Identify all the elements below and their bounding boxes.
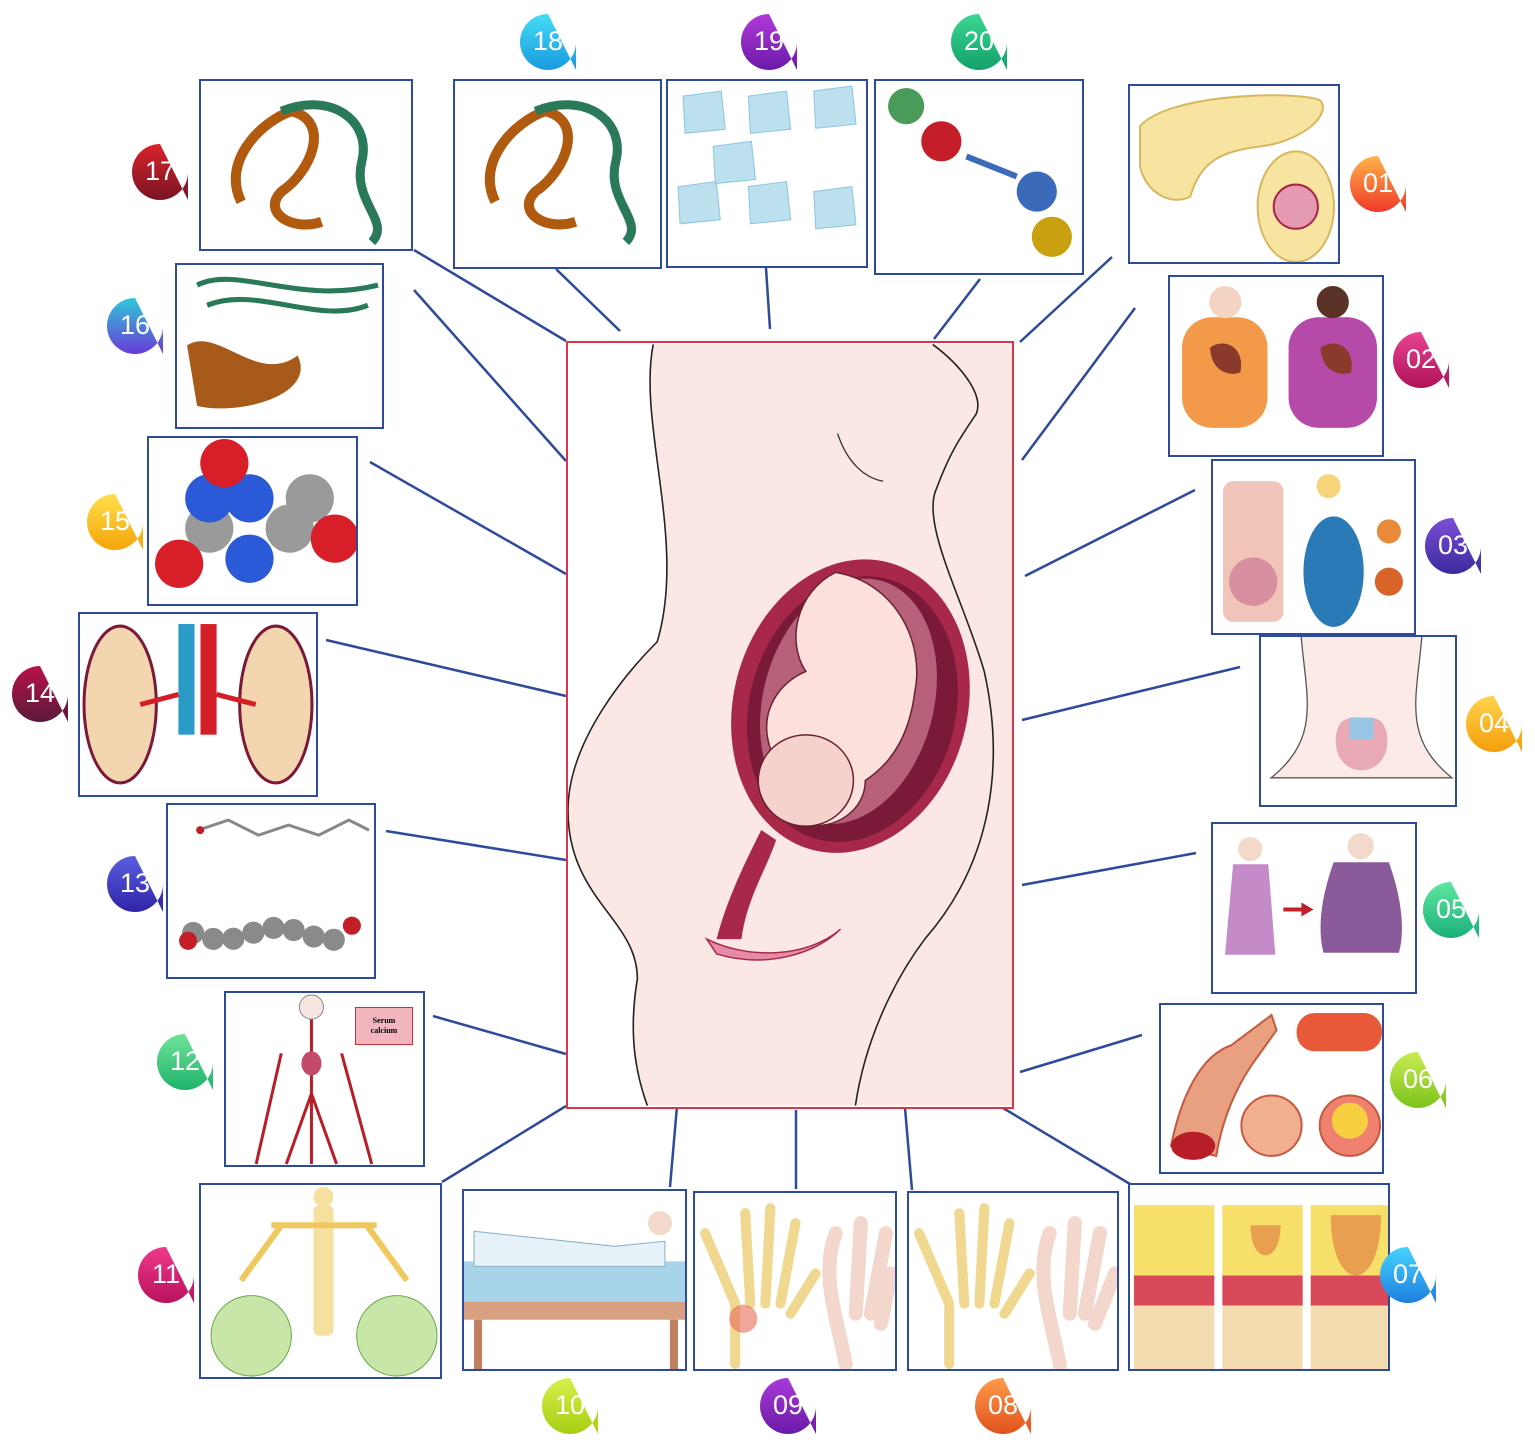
badge-10: 10 [538,1374,602,1438]
badge-16: 16 [103,294,167,358]
badge-number: 10 [554,1390,586,1420]
badge-14: 14 [8,662,72,726]
panel-19-crystals-illustration [666,79,868,268]
pregnant-woman-fetus-illustration [566,341,1014,1109]
panel-09-rheumatoid-hand-illustration [693,1191,897,1371]
panel-20-protein-complex-illustration [874,79,1084,275]
panel-02-obese-women-illustration [1168,275,1384,457]
panel-14-kidneys-illustration [78,612,318,797]
badge-number: 03 [1437,530,1469,560]
badge-05: 05 [1419,878,1483,942]
connector-line [325,638,567,698]
connector-line [432,1014,567,1056]
badge-11: 11 [134,1243,198,1307]
panel-12-circulatory-system-illustration: Serum calcium [224,991,425,1167]
badge-number: 14 [24,678,56,708]
badge-04: 04 [1462,692,1526,756]
badge-01: 01 [1346,152,1410,216]
panel-05-weight-gain-illustration [1211,822,1417,994]
panel-03-digestive-system-pregnant-woman-illustration [1211,459,1416,635]
badge-number: 19 [753,26,785,56]
connector-line [1024,488,1196,578]
connector-line [1021,665,1241,722]
badge-number: 06 [1402,1064,1434,1094]
badge-number: 08 [987,1390,1019,1420]
panel-11-skeleton-joints-illustration [199,1183,442,1379]
badge-number: 15 [99,506,131,536]
panel-10-resting-patient-illustration [462,1189,687,1371]
panel-06-artery-plaque-illustration [1159,1003,1384,1174]
badge-12: 12 [153,1030,217,1094]
badge-number: 01 [1362,168,1394,198]
badge-number: 17 [144,156,176,186]
panel-18-protein-ribbon-illustration [453,79,662,269]
badge-19: 19 [737,10,801,74]
panel-08-hand-joints-illustration [907,1191,1119,1371]
connector-line [1019,256,1113,343]
badge-number: 07 [1392,1259,1424,1289]
connector-line [1020,307,1137,461]
connector-line [933,278,981,340]
connector-line [903,1107,914,1191]
badge-08: 08 [971,1374,1035,1438]
connector-line [385,829,567,862]
panel-15-space-filling-molecule-illustration [147,436,358,606]
badge-number: 12 [169,1046,201,1076]
badge-number: 20 [963,26,995,56]
connector-line [413,248,567,343]
panel-07-atherosclerosis-progression-illustration [1128,1183,1390,1371]
badge-06: 06 [1386,1048,1450,1112]
badge-number: 13 [119,868,151,898]
badge-20: 20 [947,10,1011,74]
badge-number: 16 [119,310,151,340]
panel-17-protein-ribbon-illustration [199,79,413,251]
badge-number: 04 [1478,708,1510,738]
panel-16-protein-structure-illustration [175,263,384,429]
badge-number: 11 [151,1259,181,1289]
panel-04-thyroid-gland-illustration [1259,635,1457,807]
connector-line [668,1105,679,1188]
connector-line [555,268,621,332]
badge-number: 05 [1435,894,1467,924]
connector-line [1021,851,1197,887]
panel-13-molecule-model-illustration [166,803,376,979]
badge-09: 09 [756,1374,820,1438]
badge-13: 13 [103,852,167,916]
connector-line [764,267,772,330]
connector-line [413,289,567,462]
badge-number: 18 [532,26,564,56]
badge-03: 03 [1421,514,1485,578]
panel-01-pancreas-illustration [1128,84,1340,264]
badge-18: 18 [516,10,580,74]
badge-number: 09 [772,1390,804,1420]
badge-02: 02 [1389,328,1453,392]
connector-line [369,460,567,576]
serum-calcium-label: Serum calcium [355,1007,413,1045]
badge-15: 15 [83,490,147,554]
badge-07: 07 [1376,1243,1440,1307]
connector-line [1019,1033,1143,1074]
connector-line [1002,1106,1131,1186]
badge-17: 17 [128,140,192,204]
connector-line [441,1104,567,1184]
badge-number: 02 [1405,344,1437,374]
